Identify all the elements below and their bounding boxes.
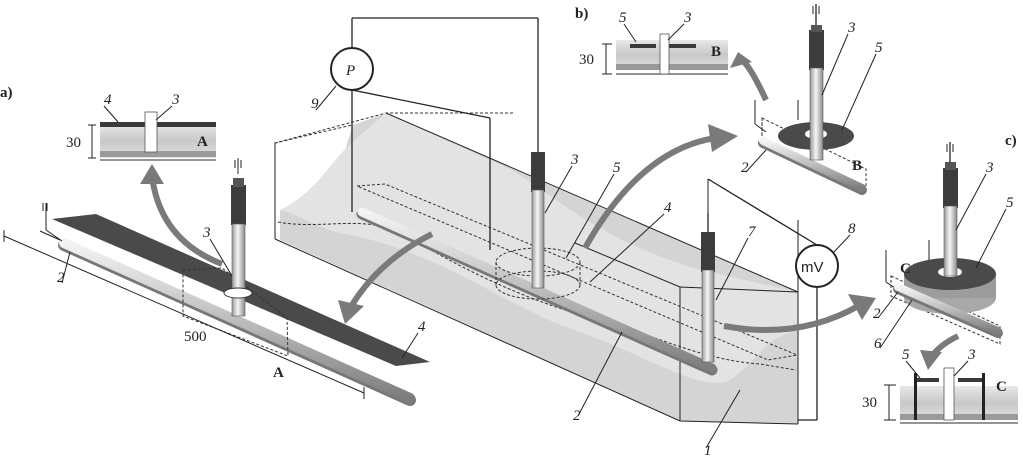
rod-b <box>759 137 866 192</box>
inset-a-mark: A <box>197 134 208 150</box>
arrow-to-panel-b <box>582 135 716 250</box>
label-6-c: 6 <box>874 336 882 352</box>
panel-a-label: a) <box>0 85 13 101</box>
soil-box: 3 5 4 7 2 1 <box>274 112 799 459</box>
label-3-c: 3 <box>985 160 994 176</box>
inset-label-4: 4 <box>104 92 112 108</box>
power-source-p: P 9 <box>311 17 539 250</box>
reference-electrode-a <box>223 158 253 317</box>
arrow-to-panel-a <box>349 231 434 307</box>
label-2-c: 2 <box>873 306 881 322</box>
mv-meter-circle <box>795 244 839 288</box>
voltmeter-mv: mV 8 <box>707 178 856 421</box>
label-2-b: 2 <box>741 160 749 176</box>
inset-b-mark: B <box>711 44 721 60</box>
rod-c <box>894 283 1002 335</box>
inset-b-label-5: 5 <box>619 10 627 26</box>
dimension-30-b: 30 <box>579 52 594 68</box>
section-a-mark: A <box>273 365 284 381</box>
inset-section-c: 30 C 5 3 <box>862 347 1018 424</box>
label-3-main: 3 <box>570 152 579 168</box>
p-meter-circle <box>330 47 374 91</box>
p-meter-label: P <box>345 63 355 79</box>
label-5-c: 5 <box>1006 195 1014 211</box>
label-9: 9 <box>311 96 319 112</box>
inset-c-label-5: 5 <box>902 347 910 363</box>
panel-c-label: c) <box>1005 133 1017 149</box>
dimension-line-500 <box>3 235 365 394</box>
label-5-main: 5 <box>613 160 621 176</box>
inset-section-b: 30 B 5 3 <box>579 10 728 75</box>
inset-b-label-3: 3 <box>683 10 692 26</box>
arrow-to-panel-c <box>723 302 862 333</box>
label-4-main: 4 <box>664 200 672 216</box>
dimension-30-a: 30 <box>66 135 81 151</box>
label-4-a: 4 <box>418 319 426 335</box>
label-3-b: 3 <box>847 20 856 36</box>
panel-b: b) 30 B 5 3 <box>575 4 883 195</box>
label-3-a: 3 <box>202 225 211 241</box>
inset-section-a: 30 A 4 3 <box>66 92 216 161</box>
panel-b-label: b) <box>575 6 588 22</box>
arrow-to-inset-a <box>149 175 224 267</box>
label-2-a: 2 <box>57 270 65 286</box>
inset-label-3: 3 <box>171 92 180 108</box>
detail-b-mark: B <box>852 158 862 174</box>
label-5-b: 5 <box>875 40 883 56</box>
reference-electrode-center <box>531 126 545 289</box>
section-a-frame <box>182 267 289 357</box>
inset-c-label-3: 3 <box>967 347 976 363</box>
panel-a: a) 500 A 2 3 4 <box>0 85 430 406</box>
label-2-main: 2 <box>573 408 581 424</box>
mv-meter-label: mV <box>801 259 824 276</box>
reference-electrode-right <box>701 213 715 363</box>
label-1-main: 1 <box>704 443 712 459</box>
dimension-30-c: 30 <box>862 395 877 411</box>
panel-c: c) 3 5 C 2 6 <box>862 133 1018 424</box>
label-7-main: 7 <box>748 224 757 240</box>
detail-c-mark: C <box>900 261 911 277</box>
coating-strip-inside <box>356 183 799 361</box>
label-8: 8 <box>848 221 856 237</box>
dimension-500: 500 <box>184 329 207 345</box>
metal-rod <box>59 238 415 403</box>
inset-c-mark: C <box>996 379 1007 395</box>
